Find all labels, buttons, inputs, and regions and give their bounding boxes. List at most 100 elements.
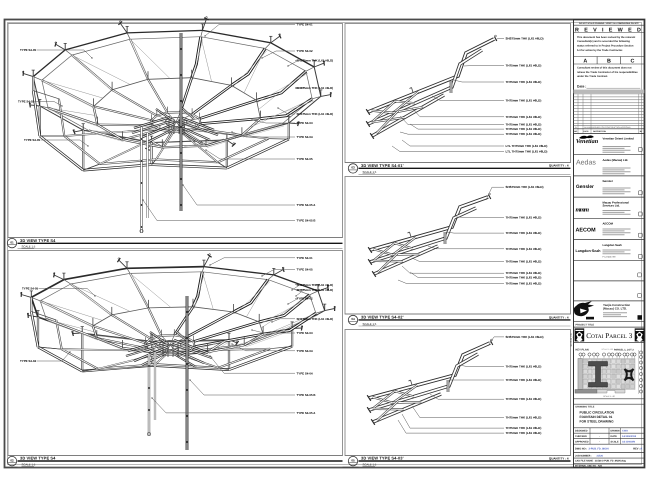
svg-text:TH75mm THK (L61 #6LD): TH75mm THK (L61 #6LD) [506, 397, 542, 401]
svg-text:03: 03 [351, 166, 355, 170]
svg-text:SCALE 1:5: SCALE 1:5 [363, 322, 377, 326]
svg-text:SHS75mm THK (L61 #6LD): SHS75mm THK (L61 #6LD) [506, 36, 544, 40]
svg-text:14/JAN/2015: 14/JAN/2015 [622, 435, 637, 438]
svg-text:INTERNAL USE NO : N/A: INTERNAL USE NO : N/A [575, 465, 602, 468]
svg-text:TYPE S4-05: TYPE S4-05 [22, 286, 38, 290]
svg-text:(Macau) CO. LTD.: (Macau) CO. LTD. [603, 306, 627, 310]
svg-text:TH75mm THK (L61 #6LD): TH75mm THK (L61 #6LD) [506, 123, 542, 127]
svg-text:TYPE S4-03: TYPE S4-03 [297, 121, 313, 125]
svg-text:3D VIEW TYPE S4-02': 3D VIEW TYPE S4-02' [361, 314, 404, 319]
svg-text:TH75mm THK (L61 #6LD): TH75mm THK (L61 #6LD) [506, 115, 542, 119]
svg-text:TYPE S4-05 A: TYPE S4-05 A [297, 203, 317, 207]
svg-text:5.4 for action by the Trade Co: 5.4 for action by the Trade Contractor. [577, 49, 623, 52]
svg-text:TYPE S4-02: TYPE S4-02 [18, 100, 34, 104]
svg-text:DRAWN: DRAWN [611, 430, 620, 433]
svg-text:A: A [583, 58, 587, 64]
svg-text:QUANTITY : 4: QUANTITY : 4 [549, 456, 569, 460]
svg-text:05: 05 [351, 458, 355, 462]
svg-text:3D VIEW TYPE S4-03': 3D VIEW TYPE S4-03' [361, 456, 404, 461]
svg-text:TH75mm THK (L61 #6LD): TH75mm THK (L61 #6LD) [506, 215, 542, 219]
svg-text:SHS75mm THK (L61 #6LD): SHS75mm THK (L61 #6LD) [297, 283, 334, 287]
svg-text:FOUNTAIN DETAIL 01: FOUNTAIN DETAIL 01 [580, 415, 613, 419]
svg-text:TYPE S4-02: TYPE S4-02 [297, 49, 313, 53]
svg-text:TYPE S4-04: TYPE S4-04 [297, 135, 313, 139]
svg-text:mmm: mmm [576, 207, 590, 214]
svg-text:TYPE S4-01: TYPE S4-01 [297, 256, 313, 260]
svg-text:DRAWING TITLE: DRAWING TITLE [576, 406, 595, 409]
svg-text:TYPE S4-05: TYPE S4-05 [297, 268, 313, 272]
svg-text:A: A [640, 447, 642, 451]
svg-text:APPROVED: APPROVED [575, 441, 589, 444]
svg-text:TH75mm THK (L61 #6LD): TH75mm THK (L61 #6LD) [506, 247, 542, 251]
svg-text:REV :: REV : [633, 448, 640, 451]
svg-text:SCALE 1:100: SCALE 1:100 [602, 348, 613, 351]
svg-text:Langdon Seah: Langdon Seah [603, 243, 623, 247]
svg-text:DESIGNED: DESIGNED [575, 430, 588, 433]
svg-text:TYPE S4-05: TYPE S4-05 [297, 157, 313, 161]
svg-text:SCALE 1:5: SCALE 1:5 [363, 170, 377, 174]
svg-text:SHS75mm THK (L61 #6LD): SHS75mm THK (L61 #6LD) [297, 59, 334, 63]
svg-text:CWO: CWO [622, 430, 628, 433]
svg-text:TH75mm THK (L61 #6LD): TH75mm THK (L61 #6LD) [506, 127, 542, 131]
svg-text:SCALE: SCALE [611, 441, 620, 444]
svg-text:Gensler: Gensler [603, 179, 614, 183]
svg-text:SCALE 1 : 60: SCALE 1 : 60 [603, 395, 614, 398]
svg-text:TH75mm THK (L61 #6LD): TH75mm THK (L61 #6LD) [506, 80, 542, 84]
svg-text:QUANTITY : 4: QUANTITY : 4 [549, 164, 569, 168]
svg-text:Consultant(s) and is accorded: Consultant(s) and is accorded the follow… [577, 40, 630, 43]
svg-text:SHS75mm THK (L61 #6LD): SHS75mm THK (L61 #6LD) [506, 185, 544, 189]
svg-text:DATE: DATE [611, 435, 618, 438]
svg-text:02: 02 [10, 458, 14, 462]
svg-text:3D VIEW TYPE S4: 3D VIEW TYPE S4 [20, 238, 56, 243]
svg-text:Services Ltd.: Services Ltd. [603, 204, 621, 208]
svg-text:TYPE S4-02: TYPE S4-02 [297, 297, 313, 301]
svg-text:TYPE S4-04: TYPE S4-04 [297, 349, 313, 353]
svg-text:TYPE S4-05 B: TYPE S4-05 B [297, 219, 316, 223]
svg-text:TH75mm THK (L61 #6LD): TH75mm THK (L61 #6LD) [506, 132, 542, 136]
svg-text:AS SHOWN: AS SHOWN [622, 441, 635, 444]
svg-text:DESCRIPTION: DESCRIPTION [593, 130, 607, 133]
svg-text:SHS75mm THK (L61 #6LD): SHS75mm THK (L61 #6LD) [506, 335, 544, 339]
svg-text:TH75mm THK (L61 #6LD): TH75mm THK (L61 #6LD) [506, 281, 542, 285]
svg-text:TYPE S4-05: TYPE S4-05 [24, 138, 40, 142]
svg-text:-: - [599, 441, 600, 444]
svg-text:TH75mm THK (L61 #6LD): TH75mm THK (L61 #6LD) [506, 426, 542, 430]
svg-text:F 123 456 789: F 123 456 789 [603, 256, 617, 259]
svg-text:SHS75mm THK (L61 #6LD): SHS75mm THK (L61 #6LD) [297, 112, 334, 116]
svg-text:This document has been revised: This document has been revised by the re… [577, 36, 635, 39]
svg-text:DWG NO :: DWG NO : [575, 448, 587, 451]
svg-text:TH75mm THK (L61 #6LD): TH75mm THK (L61 #6LD) [506, 365, 542, 369]
svg-text:TH75mm THK (L61 #6LD): TH75mm THK (L61 #6LD) [506, 64, 542, 68]
svg-text:NO.: NO. [574, 130, 578, 133]
svg-text:TYPE S4-05: TYPE S4-05 [20, 48, 36, 52]
svg-text:TH75mm THK (L61 #6LD): TH75mm THK (L61 #6LD) [506, 231, 542, 235]
svg-text:TH75mm THK (L61 #6LD): TH75mm THK (L61 #6LD) [506, 431, 542, 435]
svg-text:TH75mm THK (L61 #6LD): TH75mm THK (L61 #6LD) [506, 98, 542, 102]
svg-text:TH75mm THK (L61 #6LD): TH75mm THK (L61 #6LD) [506, 378, 542, 382]
svg-text:TYPE S4-05 A: TYPE S4-05 A [297, 411, 317, 415]
svg-text:under the Trade Contract.: under the Trade Contract. [577, 75, 608, 78]
svg-text:04: 04 [351, 317, 355, 321]
svg-text:SCALE 1:5: SCALE 1:5 [22, 245, 36, 249]
svg-text:R E V I E W E D: R E V I E W E D [575, 27, 643, 33]
svg-text:Date :: Date : [577, 85, 586, 89]
svg-text:TYPE S4-01: TYPE S4-01 [297, 23, 313, 27]
svg-text:TH75mm THK (L61 #6LD): TH75mm THK (L61 #6LD) [506, 416, 542, 420]
svg-text:3D VIEW TYPE S4-01': 3D VIEW TYPE S4-01' [361, 163, 404, 168]
svg-text:Aedas (Macau) Ltd.: Aedas (Macau) Ltd. [603, 158, 629, 162]
svg-text:01: 01 [10, 240, 14, 244]
svg-text:CAD FILE NAME : 31526-3-PUB_: CAD FILE NAME : 31526-3-PUB_FD_8N3H.dwg [575, 460, 626, 463]
svg-text:AECOM: AECOM [576, 228, 597, 234]
svg-text:CHECKED: CHECKED [575, 435, 587, 438]
svg-text:B: B [607, 58, 611, 64]
svg-text:TYPE S4-02: TYPE S4-02 [20, 359, 36, 363]
svg-text:JOB NUMBER :: JOB NUMBER : [575, 454, 592, 457]
svg-text:FOR STEEL DRAWING: FOR STEEL DRAWING [580, 419, 615, 423]
svg-text:DATE: DATE [584, 130, 590, 133]
svg-text:TYPE S4-03: TYPE S4-03 [297, 331, 313, 335]
svg-text:COTAI PARCEL 3: COTAI PARCEL 3 [586, 332, 633, 340]
svg-text:Aedas: Aedas [576, 159, 596, 167]
svg-text:SCALE 1:5: SCALE 1:5 [363, 463, 377, 467]
svg-text:DO NOT SCALE DRAWING. VERIFY A: DO NOT SCALE DRAWING. VERIFY ALL DIMENSI… [579, 22, 639, 25]
svg-text:31526: 31526 [597, 454, 604, 457]
